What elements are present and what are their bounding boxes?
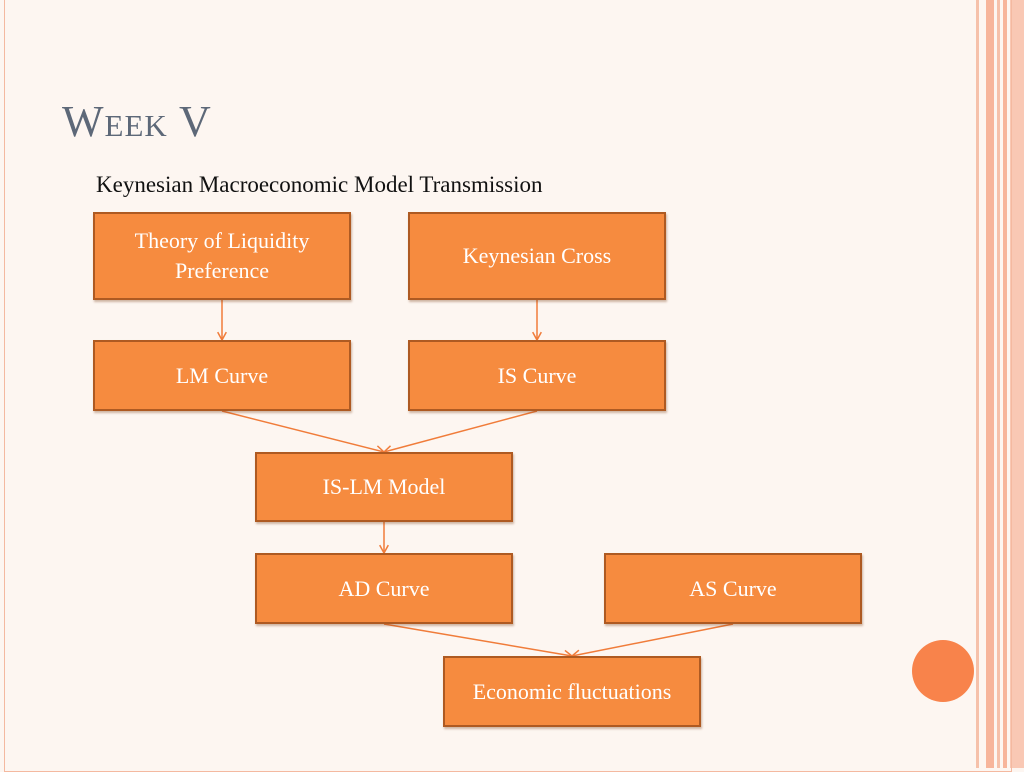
- decor-stripe: [1010, 0, 1024, 768]
- node-lm-curve: LM Curve: [93, 340, 351, 411]
- node-keynesian-cross: Keynesian Cross: [408, 212, 666, 300]
- connector-is-to-islm: [382, 410, 538, 455]
- node-ad-curve: AD Curve: [255, 553, 513, 624]
- connector-ad-to-econ: [383, 623, 574, 660]
- connector-lm-to-islm: [221, 410, 386, 455]
- node-liquidity-preference: Theory of Liquidity Preference: [93, 212, 351, 300]
- node-is-curve: IS Curve: [408, 340, 666, 411]
- node-is-lm-model: IS-LM Model: [255, 452, 513, 522]
- node-economic-fluctuations: Economic fluctuations: [443, 656, 701, 727]
- connector-islm-to-ad: [379, 522, 389, 555]
- slide-title: Week V: [62, 97, 212, 146]
- decor-stripe: [997, 0, 1000, 768]
- slide-subtitle: Keynesian Macroeconomic Model Transmissi…: [96, 172, 543, 197]
- connector-liquidity-to-lm: [217, 300, 227, 342]
- decor-stripe: [986, 0, 994, 768]
- connector-cross-to-is: [532, 300, 542, 342]
- decor-circle: [912, 640, 974, 702]
- node-as-curve: AS Curve: [604, 553, 862, 624]
- connector-as-to-econ: [570, 623, 734, 660]
- decor-stripe: [1003, 0, 1007, 768]
- decor-stripe: [976, 0, 979, 768]
